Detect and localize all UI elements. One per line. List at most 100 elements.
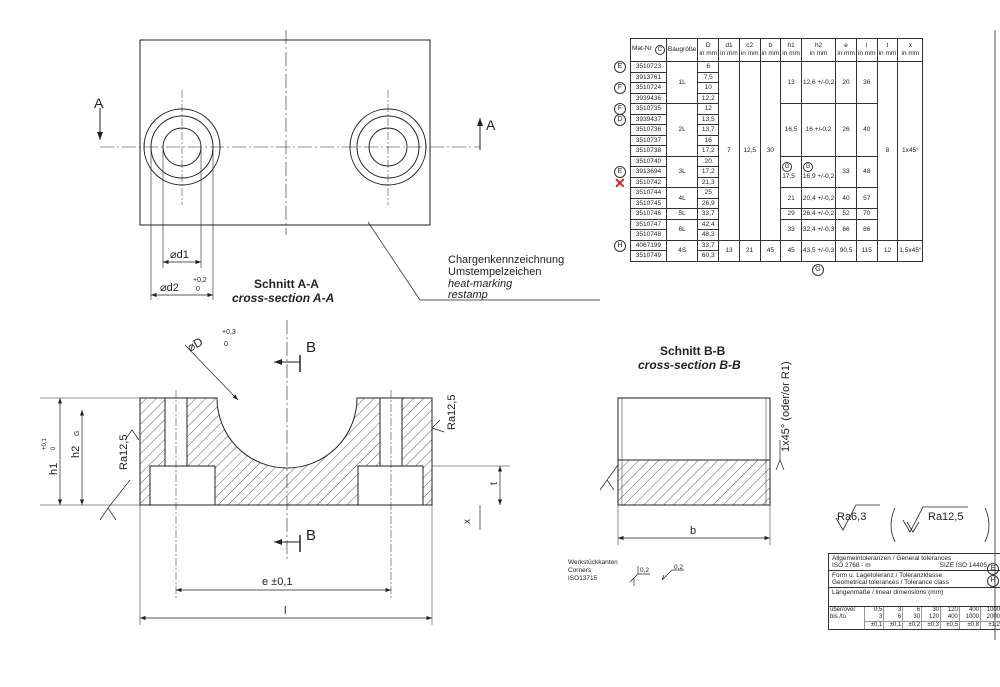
row-marker: E	[614, 60, 626, 73]
e-cell: 20	[835, 61, 857, 104]
to-label: bis /to	[830, 614, 847, 621]
h1-value: 21	[787, 194, 795, 202]
l-value: 36	[863, 79, 871, 86]
h1-dimension: h1	[48, 463, 60, 475]
e-value: 26	[842, 126, 850, 134]
column-header: c2 in mm	[738, 38, 761, 62]
ra-right: Ra12,5	[446, 395, 458, 430]
l-cell: 86	[855, 218, 878, 241]
column-header: x in mm	[897, 38, 924, 62]
d-cell: 16	[697, 134, 720, 146]
d1-cell: 13	[718, 239, 740, 262]
h2-cell: 43,5 +/-0,3	[800, 239, 837, 262]
section-aa-view	[40, 320, 510, 625]
column-header-label: t in mm	[878, 42, 897, 57]
d-cell: 6	[697, 61, 720, 73]
e-cell: 40	[835, 187, 857, 209]
chamfer-label: 1x45° (oder/or R1)	[780, 361, 792, 452]
size-marker: E	[987, 563, 999, 575]
d-cell: 10	[697, 82, 720, 94]
tolerance-to-cell: 2000	[980, 614, 1000, 622]
l-cell: 115	[855, 239, 878, 262]
e-cell: 52	[835, 208, 857, 220]
h2-value: 32,4 +/-0,3	[802, 226, 835, 233]
mat-nr-cell: 3510747	[630, 218, 667, 230]
note-line-1: Chargenkennzeichnung	[448, 254, 564, 266]
l-cell: 36	[855, 61, 878, 104]
h1-cell: 13	[780, 61, 802, 104]
l-value: 86	[863, 226, 871, 233]
h2-cell: 20,4 +/-0,2	[800, 187, 837, 209]
d-cell: 48,3	[697, 229, 720, 241]
t-cell: 8	[876, 61, 899, 241]
mat-nr-cell: 3939437	[630, 113, 667, 125]
column-header: h1 in mm	[780, 38, 802, 62]
d2-dimension: ⌀d2	[160, 282, 179, 294]
mat-nr-cell: 3510746	[630, 208, 667, 220]
l-cell: 48	[855, 155, 878, 188]
d-cell: 12,2	[697, 92, 720, 104]
section-b-label-bottom: B	[306, 527, 316, 544]
corners-line-2: Corners	[568, 567, 592, 574]
e-cell: 66	[835, 218, 857, 241]
e-cell: 33	[835, 155, 857, 188]
column-header: t in mm	[876, 38, 899, 62]
mat-nr-cell: 3510737	[630, 134, 667, 146]
h2-value: 20,4 +/-0,2	[802, 194, 835, 202]
l-value: 115	[861, 247, 872, 254]
size-cell: 2L	[665, 103, 699, 157]
d-cell: 33,7	[697, 208, 720, 220]
h2-value: 16,9 +/-0,2	[802, 172, 835, 180]
tolerance-tol-cell: ±1,2	[980, 621, 1000, 629]
top-view	[97, 30, 600, 301]
form-tolerance-label-de: Form u. Lagetoleranz / Toleranzklasse	[832, 572, 943, 579]
tolerance-tol-cell: ±0,3	[921, 621, 941, 629]
row-marker: F	[614, 81, 626, 94]
tolerance-to-cell: 30	[902, 614, 922, 622]
d-cell: 42,4	[697, 218, 720, 230]
d1-dimension: ⌀d1	[170, 249, 189, 261]
section-bb-view	[599, 397, 785, 545]
d2-tol-upper: +0,2	[193, 277, 207, 284]
form-tolerance-label-en: Geometrical tolerances / Tolerance class	[832, 579, 949, 586]
footer-marker: G	[812, 264, 824, 276]
mat-nr-cell: 3939436	[630, 92, 667, 104]
table-row: 3510737 16	[630, 134, 923, 146]
D-tol-lower: 0	[224, 341, 228, 348]
d-cell: 21,3	[697, 176, 720, 188]
d-cell: 60,3	[697, 250, 720, 262]
tolerance-over-cell: 120	[940, 607, 960, 614]
mat-nr-cell: 3510738	[630, 145, 667, 157]
column-header-label: x in mm	[901, 42, 920, 57]
l-cell: 57	[855, 187, 878, 209]
e-dimension: e ±0,1	[262, 576, 293, 588]
ra-left: Ra12,5	[118, 435, 130, 470]
size-cell: 6L	[665, 218, 699, 241]
tolerance-tol-cell: ±0,2	[902, 621, 922, 629]
l-value: 40	[863, 126, 871, 134]
tolerance-to-cell: 120	[921, 614, 941, 622]
column-header-label: D in mm	[699, 42, 718, 57]
note-line-4: restamp	[448, 289, 488, 301]
mat-nr-cell: 3510735	[630, 103, 667, 115]
section-a-label-right: A	[486, 117, 496, 133]
h1-value: 13	[787, 79, 795, 86]
tolerance-over-cell: 1000	[980, 607, 1000, 614]
d-cell: 26,9	[697, 197, 720, 209]
corner-symbols	[629, 566, 684, 586]
x-dimension: x	[462, 519, 473, 524]
mat-nr-cell: 3510742	[630, 176, 667, 188]
h2-dimension: h2	[70, 446, 82, 458]
t-dimension: t	[489, 482, 500, 485]
section-aa-title: Schnitt A-A	[254, 277, 319, 291]
row-marker: F	[614, 102, 626, 115]
d-cell: 12	[697, 103, 720, 115]
size-cell: 3L	[665, 155, 699, 188]
